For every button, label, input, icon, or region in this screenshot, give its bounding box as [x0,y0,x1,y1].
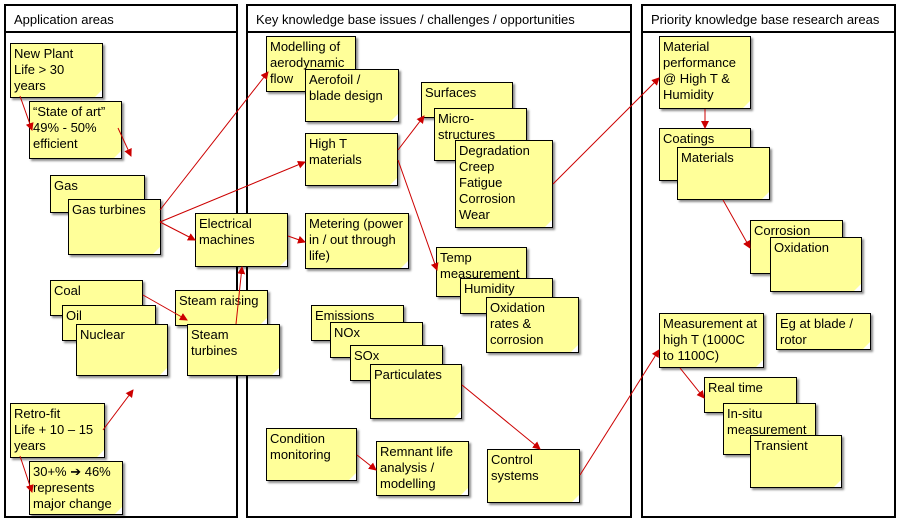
note-remnant-life: Remnant life analysis / modelling [376,441,469,496]
note-condition-monitoring: Condition monitoring [266,428,357,481]
note-aerofoil: Aerofoil / blade design [305,69,399,122]
note-control-systems: Control systems [487,449,580,503]
note-major-change: 30+% ➔ 46% represents major change [29,461,123,515]
note-particulates: Particulates [370,364,462,419]
note-metering: Metering (power in / out through life) [305,213,409,269]
note-materials: Materials [677,147,770,200]
note-measurement-high-t: Measurement at high T (1000C to 1100C) [659,313,764,368]
note-degradation: Degradation Creep Fatigue Corrosion Wear [455,140,553,228]
note-new-plant: New Plant Life > 30 years [10,43,103,98]
note-transient: Transient [750,435,842,488]
note-nuclear: Nuclear [76,324,168,376]
note-high-t-materials: High T materials [305,133,398,186]
panel-title-application-areas: Application areas [6,6,236,33]
note-steam-raising: Steam raising [175,290,268,326]
note-oxidation-rates: Oxidation rates & corrosion [486,297,579,353]
note-eg-blade: Eg at blade / rotor [776,313,871,350]
note-electrical-machines: Electrical machines [195,213,288,267]
note-gas-turbines: Gas turbines [68,199,161,255]
panel-title-priority-research: Priority knowledge base research areas [643,6,894,33]
panel-title-key-issues: Key knowledge base issues / challenges /… [248,6,630,33]
note-oxidation: Oxidation [770,237,862,292]
note-retro-fit: Retro-fit Life + 10 – 15 years [10,403,105,458]
note-steam-turbines: Steam turbines [187,324,280,376]
note-material-performance: Material performance @ High T & Humidity [659,36,751,109]
note-state-of-art: “State of art” 49% - 50% efficient [29,101,122,159]
